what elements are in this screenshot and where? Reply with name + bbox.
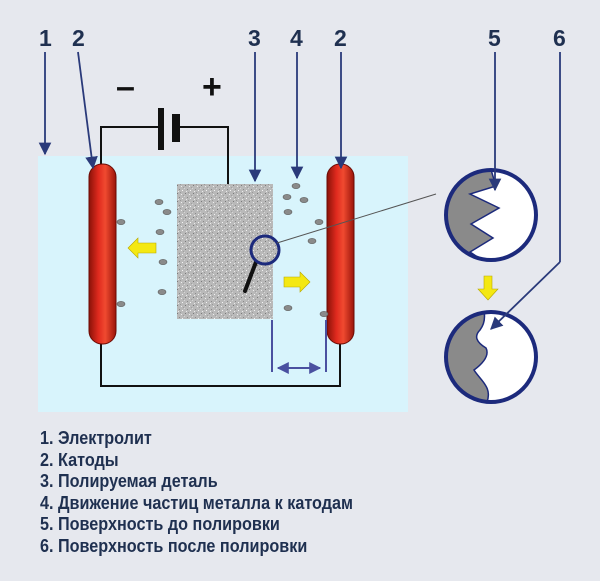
callout-arrows [38,51,561,330]
label-number-2-right: 2 [334,25,347,51]
transition-arrow-down [477,275,499,301]
cathode-left [88,163,117,345]
particle-motion-arrow-right [283,271,311,293]
label-number-2-left: 2 [72,25,85,51]
magnifier-icon [243,234,281,293]
legend-item-polished-part: 3. Полируемая деталь [40,471,218,491]
circuit-wires [100,126,341,387]
surface-before-circle [444,168,538,262]
particle-motion-arrow-left [127,237,157,259]
label-number-5: 5 [488,25,501,51]
legend-item-cathodes: 2. Катоды [40,449,119,470]
surface-after-circle [444,310,538,404]
label-number-1: 1 [39,25,52,51]
battery-icon [158,108,180,150]
battery-minus-sign: – [116,68,135,106]
cathode-right [326,163,355,345]
legend-item-electrolyte: 1. Электролит [40,428,152,448]
battery-plus-sign: + [202,68,222,106]
metal-particles [116,183,329,317]
legend-item-surface-before: 5. Поверхность до полировки [40,514,280,534]
zoom-pointer-line [276,193,437,244]
label-number-4: 4 [290,25,303,51]
label-number-6: 6 [553,25,566,51]
label-number-3: 3 [248,25,261,51]
legend-item-surface-after: 6. Поверхность после полировки [40,535,308,556]
legend-item-particle-motion: 4. Движение частиц металла к катодам [40,492,354,513]
legend-list: 1. Электролит 2. Катоды 3. Полируемая де… [40,428,353,557]
gap-indicator [271,320,327,374]
